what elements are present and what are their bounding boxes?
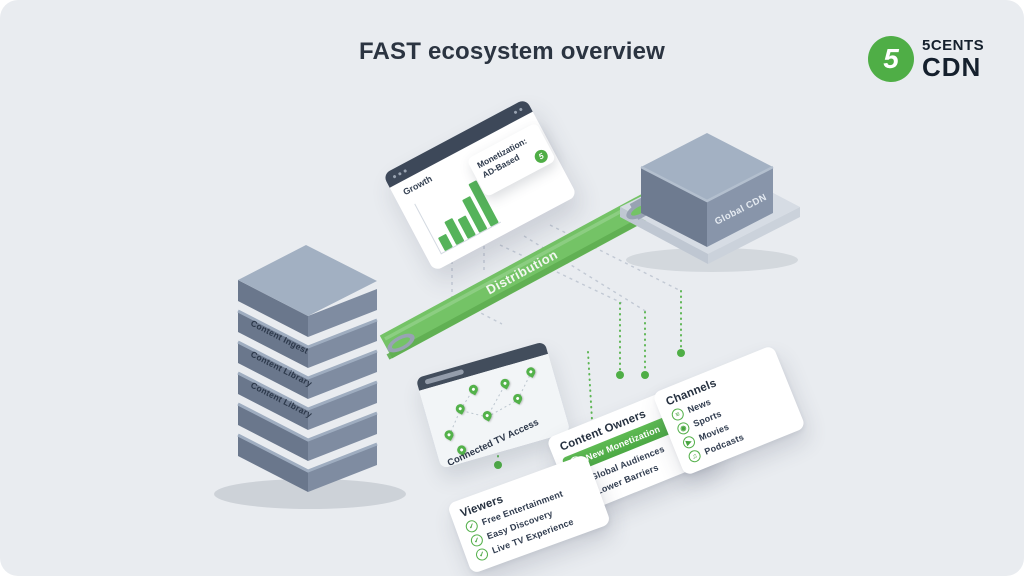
brand-logo: 5 5CENTS CDN xyxy=(868,36,984,82)
pipe-collar-server xyxy=(387,333,415,353)
server-slab xyxy=(237,340,378,399)
sports-icon: ◉ xyxy=(675,420,692,437)
cdn-cube-right xyxy=(707,167,773,247)
server-stack: Content Ingest Content Library Content L… xyxy=(237,245,415,492)
cdn-cube-left xyxy=(641,167,707,247)
server-slab xyxy=(237,309,378,368)
server-slab xyxy=(237,402,378,461)
server-slab xyxy=(238,245,377,337)
window-dots-icon xyxy=(513,107,523,115)
check-circle-icon: ✓ xyxy=(474,546,490,563)
check-circle-icon: ✓ xyxy=(464,518,480,535)
podcasts-icon: ♫ xyxy=(686,448,703,465)
page-title: FAST ecosystem overview xyxy=(358,38,666,65)
news-icon: ≡ xyxy=(669,406,686,423)
server-shadow xyxy=(214,479,406,509)
server-top-face xyxy=(238,245,377,316)
server-slab xyxy=(237,371,378,430)
logo-wordmark: 5CENTS CDN xyxy=(922,38,984,80)
movies-icon: ▶ xyxy=(681,434,697,451)
logo-5-icon: 5 xyxy=(868,36,914,82)
map-body xyxy=(419,353,571,469)
window-dots-icon xyxy=(392,168,408,179)
server-slab xyxy=(237,433,378,492)
growth-bar xyxy=(438,233,453,252)
connected-tv-map-panel: Connected TV Access xyxy=(415,341,571,469)
cdn-node: Global CDN xyxy=(620,133,800,264)
check-circle-icon: ✓ xyxy=(469,532,485,549)
logo-line2: CDN xyxy=(922,52,982,82)
logo-line1: 5CENTS xyxy=(922,37,985,54)
